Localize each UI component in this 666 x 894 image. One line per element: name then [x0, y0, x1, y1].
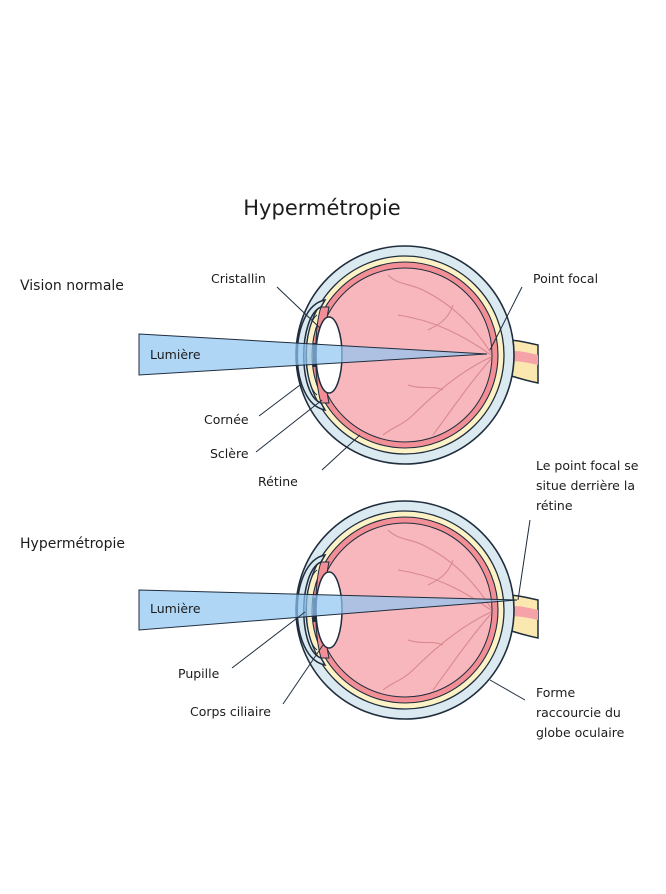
label-short-eye-1: Forme	[536, 685, 575, 700]
label-short-eye-3: globe oculaire	[536, 725, 625, 740]
label-focal-behind-1: Le point focal se	[536, 458, 639, 473]
section-normal: Vision normale	[20, 278, 124, 294]
leader-sclera	[255, 399, 323, 453]
label-light-normal: Lumière	[150, 347, 201, 362]
leader-short-eye	[489, 679, 526, 701]
label-focal-behind-2: situe derrière la	[536, 478, 635, 493]
leader-pupil	[231, 611, 306, 669]
light-beam-normal	[138, 333, 488, 376]
leader-lens	[276, 286, 321, 329]
label-short-eye-2: raccourcie du	[536, 705, 621, 720]
label-focal-behind-3: rétine	[536, 498, 573, 513]
label-lens: Cristallin	[211, 271, 266, 286]
light-beam-hyper	[138, 589, 518, 631]
label-light-hyper: Lumière	[150, 601, 201, 616]
label-focal-point: Point focal	[533, 271, 598, 286]
leader-focal-behind	[517, 519, 531, 601]
section-hyper: Hypermétropie	[20, 536, 125, 552]
label-sclera: Sclère	[210, 446, 249, 461]
label-pupil: Pupille	[178, 666, 220, 681]
label-retina: Rétine	[258, 474, 298, 489]
leader-focal-point	[489, 286, 523, 351]
leader-retina	[321, 434, 361, 471]
leader-ciliary-body	[282, 644, 324, 705]
label-ciliary-body: Corps ciliaire	[190, 704, 271, 719]
label-cornea: Cornée	[204, 412, 249, 427]
leader-cornea	[258, 384, 301, 417]
page-title: Hypermétropie	[243, 196, 400, 220]
